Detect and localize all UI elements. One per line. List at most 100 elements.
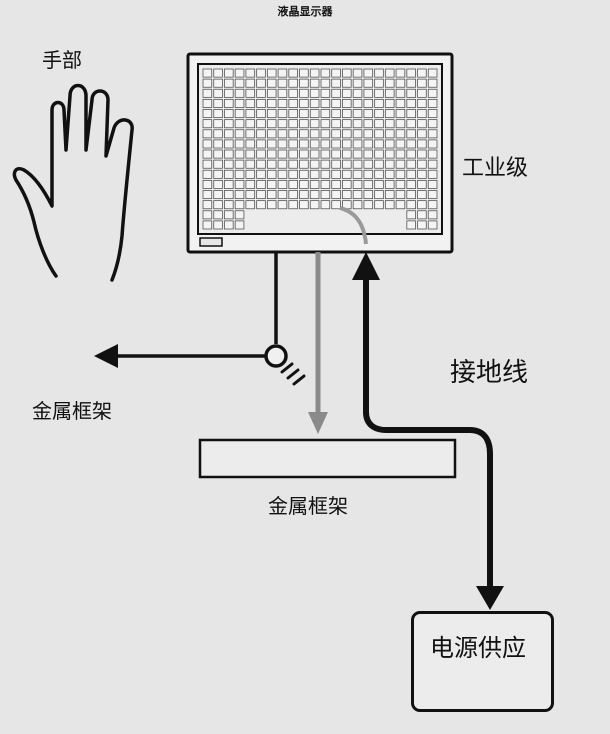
lcd-pixel-cell (352, 159, 363, 169)
lcd-pixel-cell (277, 78, 288, 88)
lcd-pixel-cell (417, 78, 427, 88)
lcd-pixel-cell (202, 220, 213, 230)
lcd-pixel-cell (202, 78, 213, 88)
lcd-pixel-cell (309, 190, 320, 200)
lcd-pixel-cell (299, 129, 309, 139)
lcd-pixel-cell (277, 129, 288, 139)
ground-connector-icon (264, 344, 288, 368)
lcd-pixel-cell (417, 190, 427, 200)
lcd-pixel-cell (234, 169, 245, 179)
lcd-pixel-cell (427, 220, 438, 230)
lcd-pixel-cell (363, 109, 374, 119)
lcd-pixel-cell (374, 159, 384, 169)
lcd-pixel-cell (427, 149, 438, 159)
lcd-pixel-cell (277, 139, 288, 149)
lcd-pixel-cell (234, 159, 245, 169)
lcd-pixel-cell (417, 129, 427, 139)
lcd-pixel-cell (266, 88, 277, 98)
lcd-pixel-cell (395, 119, 406, 129)
lcd-pixel-cell (277, 169, 288, 179)
lcd-pixel-cell (256, 179, 266, 189)
lcd-pixel-cell (224, 220, 234, 230)
hand-icon (12, 83, 134, 282)
lcd-pixel-cell (406, 119, 416, 129)
lcd-pixel-cell (342, 129, 352, 139)
lcd-pixel-cell (213, 210, 223, 220)
metal-frame-bar (198, 438, 457, 479)
lcd-pixel-cell (213, 200, 223, 210)
lcd-pixel-cell (234, 179, 245, 189)
monitor-indicator (199, 237, 223, 247)
lcd-pixel-cell (245, 149, 256, 159)
hand-label: 手部 (42, 48, 82, 72)
lcd-pixel-cell (417, 200, 427, 210)
lcd-pixel-cell (202, 129, 213, 139)
ground-wire-line (363, 276, 493, 592)
lcd-pixel-cell (309, 169, 320, 179)
lcd-pixel-cell (406, 129, 416, 139)
lcd-pixel-cell (245, 68, 256, 78)
lcd-pixel-cell (406, 179, 416, 189)
lcd-pixel-cell (245, 119, 256, 129)
lcd-pixel-cell (256, 190, 266, 200)
lcd-pixel-cell (309, 129, 320, 139)
lcd-pixel-cell (384, 159, 395, 169)
lcd-pixel-cell (277, 179, 288, 189)
lcd-pixel-cell (309, 68, 320, 78)
lcd-pixel-cell (417, 68, 427, 78)
lcd-pixel-cell (224, 78, 234, 88)
lcd-pixel-cell (234, 220, 245, 230)
lcd-pixel-cell (245, 200, 256, 210)
lcd-pixel-cell (234, 149, 245, 159)
lcd-pixel-cell (331, 78, 341, 88)
lcd-pixel-cell (363, 129, 374, 139)
metal-frame-left-label: 金属框架 (32, 399, 112, 423)
lcd-pixel-cell (256, 68, 266, 78)
lcd-pixel-cell (202, 98, 213, 108)
lcd-pixel-cell (266, 200, 277, 210)
lcd-pixel-cell (406, 88, 416, 98)
lcd-pixel-cell (320, 149, 331, 159)
lcd-pixel-cell (202, 159, 213, 169)
lcd-pixel-cell (352, 179, 363, 189)
lcd-pixel-grid (202, 68, 438, 230)
lcd-pixel-cell (277, 149, 288, 159)
lcd-pixel-cell (395, 98, 406, 108)
lcd-pixel-cell (320, 109, 331, 119)
lcd-pixel-cell (266, 129, 277, 139)
lcd-pixel-cell (299, 179, 309, 189)
lcd-pixel-cell (395, 149, 406, 159)
lcd-pixel-cell (427, 119, 438, 129)
lcd-pixel-cell (331, 129, 341, 139)
lcd-pixel-cell (363, 98, 374, 108)
lcd-pixel-cell (234, 200, 245, 210)
lcd-pixel-cell (245, 169, 256, 179)
lcd-pixel-cell (363, 169, 374, 179)
lcd-pixel-cell (288, 119, 298, 129)
lcd-pixel-cell (363, 68, 374, 78)
lcd-pixel-cell (288, 88, 298, 98)
lcd-pixel-cell (384, 149, 395, 159)
lcd-pixel-cell (213, 68, 223, 78)
lcd-pixel-cell (256, 139, 266, 149)
lcd-pixel-cell (395, 139, 406, 149)
lcd-pixel-cell (234, 78, 245, 88)
lcd-pixel-cell (374, 149, 384, 159)
lcd-pixel-cell (395, 179, 406, 189)
lcd-pixel-cell (427, 210, 438, 220)
lcd-pixel-cell (331, 68, 341, 78)
lcd-pixel-cell (342, 88, 352, 98)
lcd-pixel-cell (202, 200, 213, 210)
lcd-pixel-cell (224, 159, 234, 169)
lcd-pixel-cell (213, 98, 223, 108)
lcd-pixel-cell (213, 169, 223, 179)
left-frame-arrow-head (94, 344, 118, 368)
lcd-pixel-cell (256, 169, 266, 179)
lcd-pixel-cell (374, 98, 384, 108)
lcd-pixel-cell (352, 149, 363, 159)
lcd-pixel-cell (245, 109, 256, 119)
lcd-pixel-cell (342, 68, 352, 78)
lcd-pixel-cell (427, 109, 438, 119)
lcd-pixel-cell (309, 98, 320, 108)
lcd-pixel-cell (384, 78, 395, 88)
